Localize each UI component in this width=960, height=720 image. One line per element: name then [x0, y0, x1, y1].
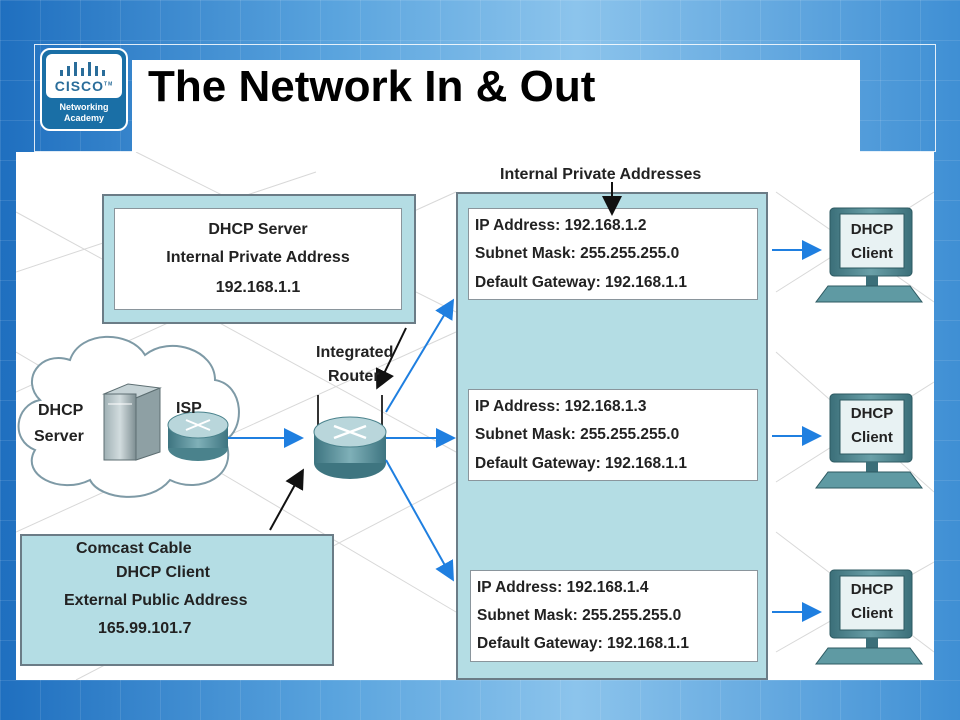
dhcp-server-inner: DHCP Server Internal Private Address 192… — [114, 208, 402, 310]
dhcp-server-address: 192.168.1.1 — [215, 279, 301, 296]
comcast-address: 165.99.101.7 — [98, 620, 192, 637]
dhcp-server-subtitle: Internal Private Address — [166, 249, 350, 266]
client-computer-3-icon — [815, 569, 923, 665]
client-computer-1-icon — [815, 207, 923, 303]
client-2-ip: IP Address: 192.168.1.3 — [475, 398, 647, 415]
client-2-mask: Subnet Mask: 255.255.255.0 — [475, 426, 680, 443]
logo-top: CISCOTM — [46, 54, 122, 98]
slide-title: The Network In & Out — [148, 62, 596, 111]
isp-router-icon — [167, 411, 229, 461]
client-3-ip: IP Address: 192.168.1.4 — [477, 579, 649, 596]
server-tower-icon — [102, 383, 162, 461]
client-1-ip: IP Address: 192.168.1.2 — [475, 217, 647, 234]
router-label-line2: Router — [328, 368, 380, 385]
client-3-info-box: IP Address: 192.168.1.4 Subnet Mask: 255… — [470, 570, 758, 662]
logo-brand: CISCOTM — [54, 78, 114, 94]
client-1-gateway: Default Gateway: 192.168.1.1 — [475, 274, 687, 291]
isp-label: ISP — [176, 400, 202, 417]
internal-addresses-label: Internal Private Addresses — [500, 166, 702, 183]
dhcp-server-title: DHCP Server — [208, 221, 308, 238]
router-label-line1: Integrated — [316, 344, 394, 361]
client-1-info-box: IP Address: 192.168.1.2 Subnet Mask: 255… — [468, 208, 758, 300]
cisco-logo: CISCOTM Networking Academy — [40, 48, 128, 131]
comcast-role: DHCP Client — [116, 564, 210, 581]
cloud-server-label: Server — [34, 428, 84, 445]
connection-arrows — [228, 182, 822, 622]
cisco-bars-icon — [60, 62, 105, 76]
client-computer-2-icon — [815, 393, 923, 489]
comcast-title: Comcast Cable — [76, 540, 192, 557]
client-3-mask: Subnet Mask: 255.255.255.0 — [477, 607, 682, 624]
logo-subtitle: Networking Academy — [59, 102, 109, 123]
client-3-gateway: Default Gateway: 192.168.1.1 — [477, 635, 689, 652]
comcast-box: Comcast Cable DHCP Client External Publi… — [20, 534, 334, 666]
integrated-router-icon — [313, 395, 387, 479]
client-2-gateway: Default Gateway: 192.168.1.1 — [475, 455, 687, 472]
client-1-mask: Subnet Mask: 255.255.255.0 — [475, 245, 680, 262]
client-2-info-box: IP Address: 192.168.1.3 Subnet Mask: 255… — [468, 389, 758, 481]
comcast-address-type: External Public Address — [64, 592, 248, 609]
dhcp-server-box: DHCP Server Internal Private Address 192… — [102, 194, 416, 324]
title-band — [132, 60, 860, 152]
cloud-dhcp-label: DHCP — [38, 402, 84, 419]
